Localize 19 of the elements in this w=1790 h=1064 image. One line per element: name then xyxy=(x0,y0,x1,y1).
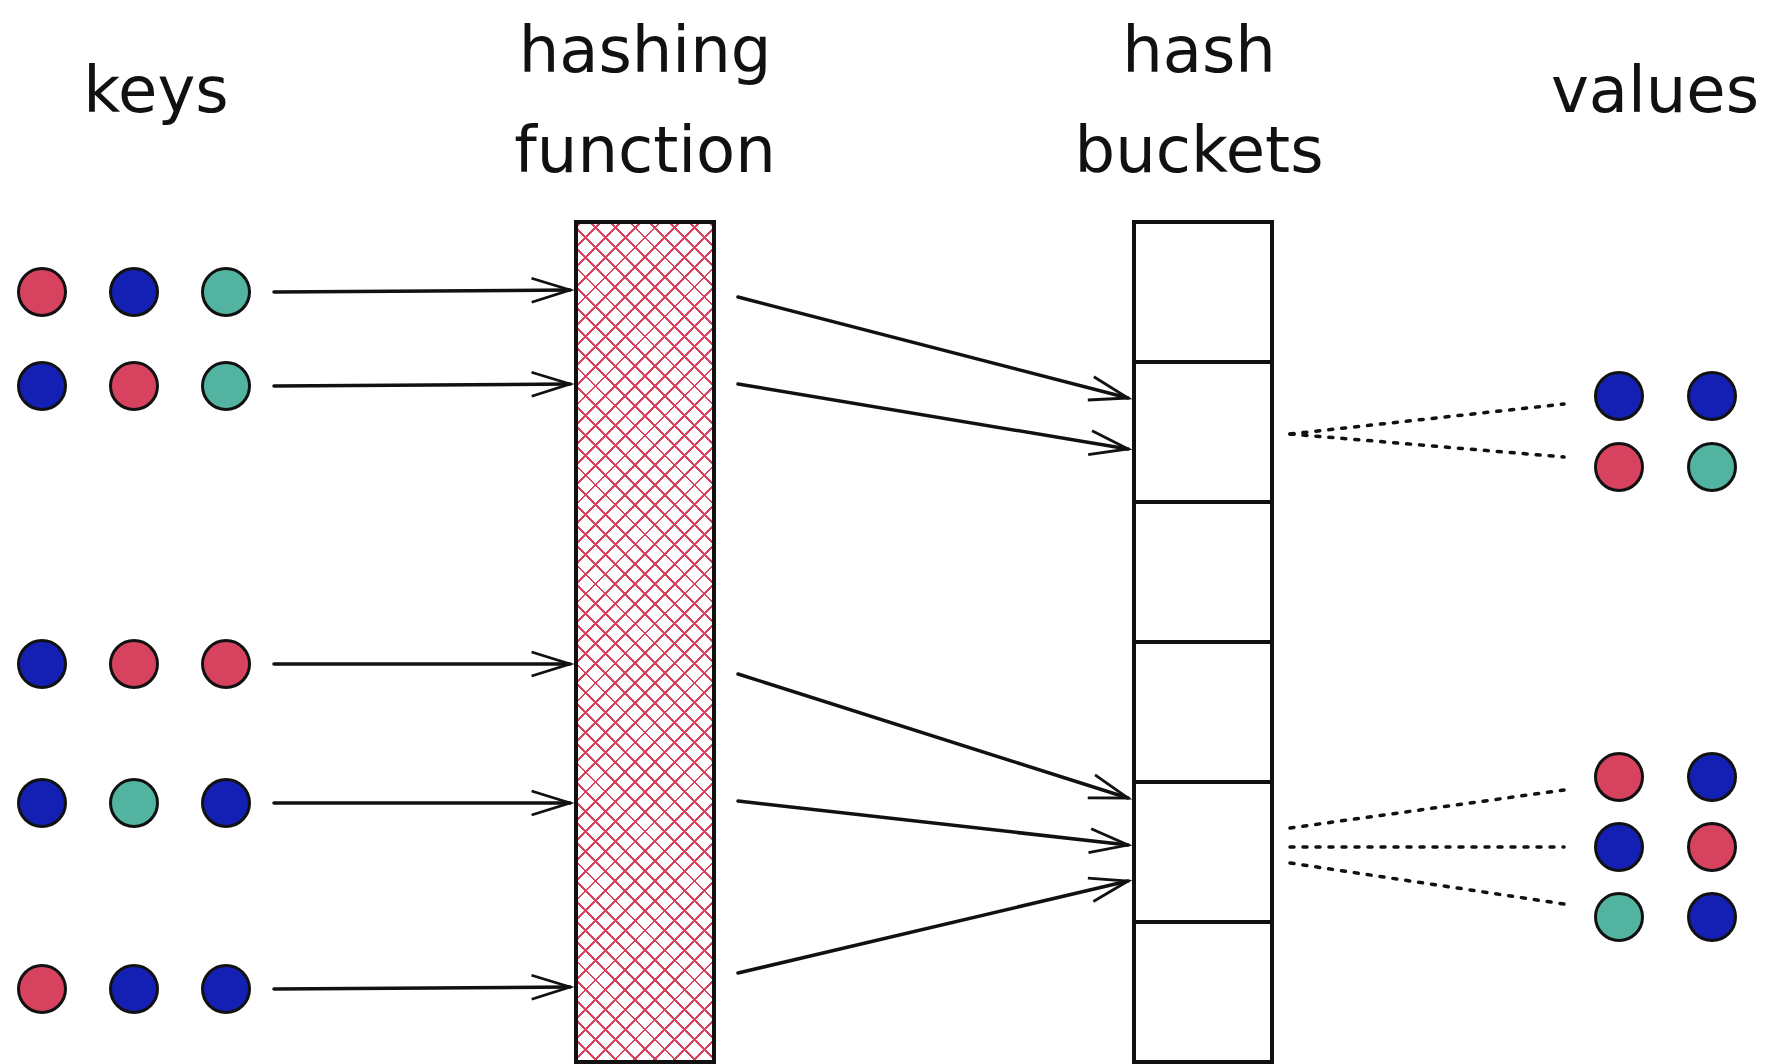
hashing-function-bar xyxy=(574,220,716,1064)
arrow xyxy=(736,876,1130,975)
arrow xyxy=(736,295,1130,402)
dotted-line xyxy=(1288,788,1566,830)
column-heading: hash buckets xyxy=(1073,12,1325,189)
arrow xyxy=(736,799,1130,854)
arrow xyxy=(272,789,572,817)
column-heading: keys xyxy=(82,52,230,129)
arrow xyxy=(272,650,572,678)
arrow xyxy=(272,276,572,304)
dotted-line xyxy=(1288,845,1566,849)
column-heading: hashing function xyxy=(513,12,777,189)
arrow xyxy=(736,672,1130,800)
dotted-line xyxy=(1288,432,1566,459)
arrow xyxy=(272,370,572,398)
column-heading: values xyxy=(1549,52,1761,129)
arrow xyxy=(736,382,1130,456)
arrow xyxy=(272,973,572,1001)
dotted-line xyxy=(1288,861,1566,906)
